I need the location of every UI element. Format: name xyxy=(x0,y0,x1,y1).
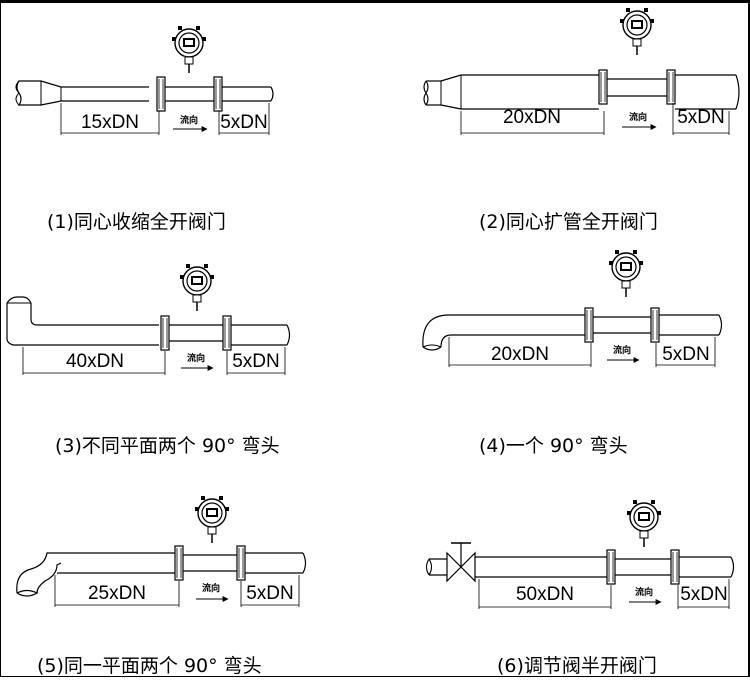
panel-1-downstream-label: 5xDN xyxy=(220,112,268,133)
panel-2-diagram: 20xDN 5xDN 流向 xyxy=(423,7,740,135)
panel-1-caption: (1)同心收缩全开阀门 xyxy=(47,211,226,233)
panel-4-diagram: 20xDN 5xDN 流向 xyxy=(422,249,723,367)
panel-4-upstream-label: 20xDN xyxy=(491,344,549,365)
panel-5-diagram: 25xDN 5xDN 流向 xyxy=(16,495,307,607)
panel-4-flow-label: 流向 xyxy=(613,344,631,356)
panel-4-downstream-label: 5xDN xyxy=(662,344,710,365)
panel-2-upstream-label: 20xDN xyxy=(503,107,561,128)
panel-2-downstream-label: 5xDN xyxy=(677,107,725,128)
panel-5-upstream-label: 25xDN xyxy=(88,583,146,604)
panel-1-flow-label: 流向 xyxy=(180,114,198,126)
panel-3-caption: (3)不同平面两个 90° 弯头 xyxy=(55,435,280,457)
panel-3-upstream-label: 40xDN xyxy=(66,351,124,372)
panel-2-caption: (2)同心扩管全开阀门 xyxy=(479,211,658,233)
panel-6-diagram: 50xDN 5xDN 流向 xyxy=(425,499,735,609)
panel-2-flow-label: 流向 xyxy=(629,111,647,123)
panel-3-diagram: 40xDN 5xDN 流向 xyxy=(6,263,291,375)
panel-3-flow-label: 流向 xyxy=(187,352,205,364)
panel-6-caption: (6)调节阀半开阀门 xyxy=(497,655,657,677)
panel-6-upstream-label: 50xDN xyxy=(516,584,574,605)
panel-6-downstream-label: 5xDN xyxy=(680,584,728,605)
panel-5-flow-label: 流向 xyxy=(202,582,220,594)
panel-1-diagram: 15xDN 5xDN 流向 xyxy=(15,25,274,135)
panel-5-downstream-label: 5xDN xyxy=(246,583,294,604)
panel-4-caption: (4)一个 90° 弯头 xyxy=(479,435,628,457)
panel-3-downstream-label: 5xDN xyxy=(232,351,280,372)
panel-5-caption: (5)同一平面两个 90° 弯头 xyxy=(37,655,262,677)
installation-diagrams: 15xDN 5xDN 流向 20xDN 5xDN 流向 xyxy=(6,7,740,609)
panel-1-upstream-label: 15xDN xyxy=(81,112,139,133)
panel-6-flow-label: 流向 xyxy=(635,586,653,598)
